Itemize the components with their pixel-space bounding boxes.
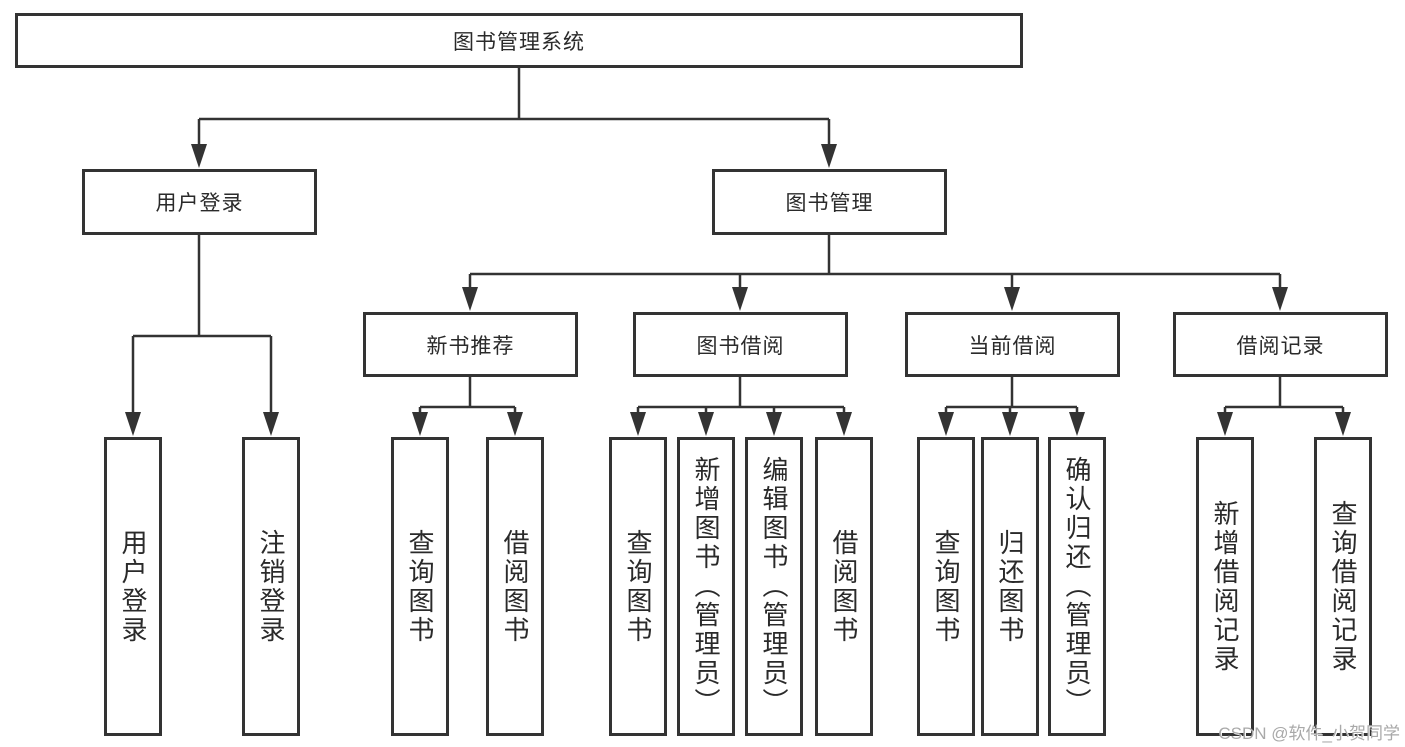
arrow-down-icon (1272, 287, 1288, 311)
node-current-borrow: 当前借阅 (905, 312, 1120, 377)
connector-recommend-to-leaves (418, 377, 517, 416)
node-leaf-add-borrow-record: 新增借阅记录 (1196, 437, 1254, 736)
node-label: 借阅图书 (500, 528, 530, 645)
node-label: 用户登录 (155, 192, 244, 215)
node-label: 查询图书 (623, 528, 653, 645)
node-leaf-borrow-book-borrow: 借阅图书 (815, 437, 873, 736)
node-leaf-query-book-recommend: 查询图书 (391, 437, 449, 736)
arrow-down-icon (507, 412, 523, 436)
node-user-login: 用户登录 (82, 169, 317, 235)
arrow-down-icon (836, 412, 852, 436)
node-label: 新增图书（管理员） (691, 456, 721, 717)
node-leaf-add-book-admin: 新增图书（管理员） (677, 437, 735, 736)
arrow-down-icon (1002, 412, 1018, 436)
arrow-down-icon (1069, 412, 1085, 436)
connector-borrow-to-leaves (636, 377, 846, 416)
node-label: 图书借阅 (696, 334, 785, 358)
node-new-book-recommend: 新书推荐 (363, 312, 578, 377)
node-label: 新增借阅记录 (1210, 499, 1240, 674)
node-library-management-system: 图书管理系统 (15, 13, 1023, 68)
node-label: 图书管理 (785, 192, 874, 215)
arrow-down-icon (732, 287, 748, 311)
node-leaf-user-login: 用户登录 (104, 437, 162, 736)
arrow-down-icon (630, 412, 646, 436)
arrow-down-icon (698, 412, 714, 436)
node-leaf-query-book-current: 查询图书 (917, 437, 975, 736)
node-leaf-confirm-return-admin: 确认归还（管理员） (1048, 437, 1106, 736)
arrow-down-icon (462, 287, 478, 311)
node-leaf-edit-book-admin: 编辑图书（管理员） (745, 437, 803, 736)
node-label: 查询借阅记录 (1328, 499, 1358, 674)
connector-user-login-to-leaves (131, 235, 273, 416)
arrow-down-icon (821, 144, 837, 168)
arrow-down-icon (766, 412, 782, 436)
connector-root-to-level2 (197, 68, 831, 148)
connector-current-to-leaves (944, 377, 1079, 416)
node-label: 图书管理系统 (453, 30, 585, 54)
connector-book-management-to-level3 (468, 235, 1282, 292)
node-label: 当前借阅 (968, 334, 1057, 358)
node-label: 用户登录 (118, 528, 148, 645)
node-label: 借阅记录 (1236, 334, 1325, 358)
node-book-borrow: 图书借阅 (633, 312, 848, 377)
arrow-down-icon (412, 412, 428, 436)
node-label: 新书推荐 (426, 334, 515, 358)
node-leaf-query-borrow-record: 查询借阅记录 (1314, 437, 1372, 736)
node-leaf-borrow-book-recommend: 借阅图书 (486, 437, 544, 736)
node-label: 确认归还（管理员） (1062, 456, 1092, 717)
node-label: 查询图书 (405, 528, 435, 645)
arrow-down-icon (125, 412, 141, 436)
arrow-down-icon (938, 412, 954, 436)
node-label: 注销登录 (256, 528, 286, 645)
node-label: 编辑图书（管理员） (759, 456, 789, 717)
watermark: CSDN @软件_小贺同学 (1218, 724, 1400, 743)
arrow-down-icon (263, 412, 279, 436)
arrow-down-icon (191, 144, 207, 168)
node-borrow-records: 借阅记录 (1173, 312, 1388, 377)
node-book-management: 图书管理 (712, 169, 947, 235)
node-leaf-return-book: 归还图书 (981, 437, 1039, 736)
node-leaf-logout: 注销登录 (242, 437, 300, 736)
node-leaf-query-book-borrow: 查询图书 (609, 437, 667, 736)
node-label: 查询图书 (931, 528, 961, 645)
arrow-down-icon (1004, 287, 1020, 311)
connector-records-to-leaves (1223, 377, 1345, 416)
node-label: 归还图书 (995, 528, 1025, 645)
arrow-down-icon (1335, 412, 1351, 436)
node-label: 借阅图书 (829, 528, 859, 645)
arrow-down-icon (1217, 412, 1233, 436)
